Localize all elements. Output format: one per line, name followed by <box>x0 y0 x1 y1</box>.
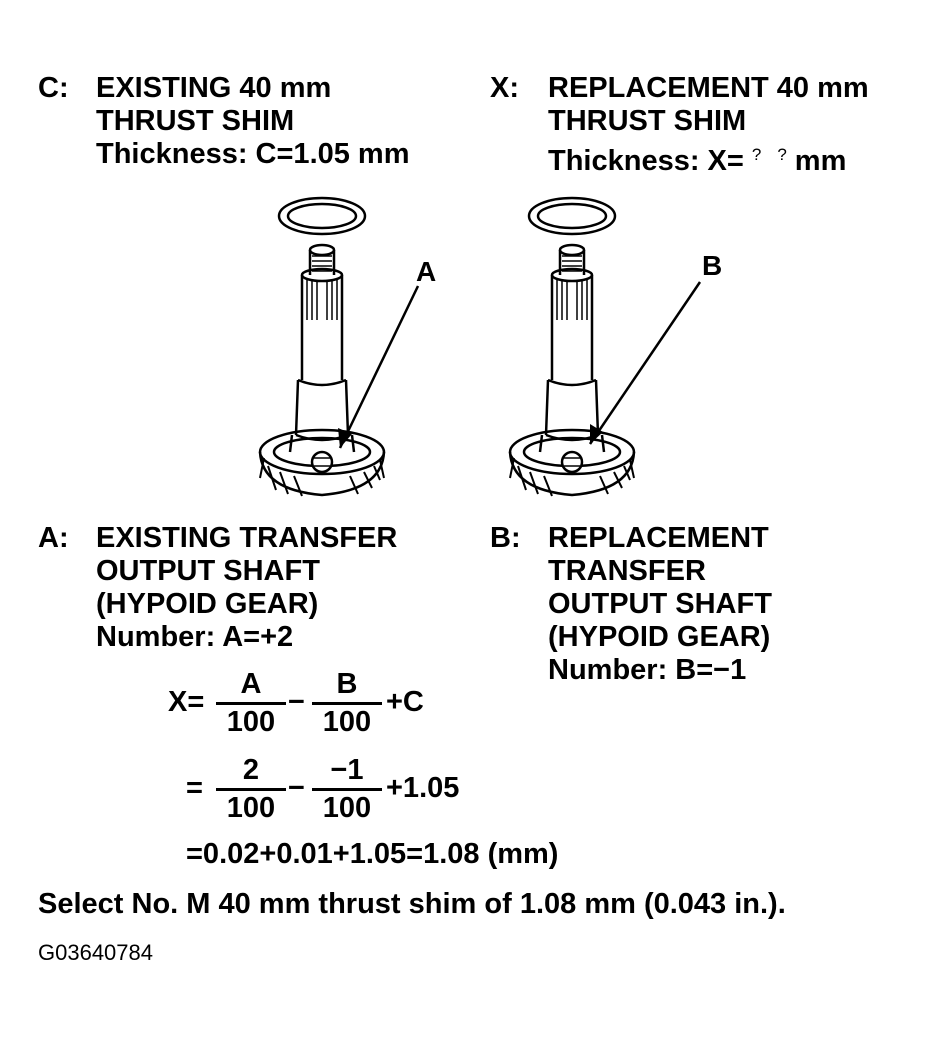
replacement-shim-ring <box>527 196 617 236</box>
fraction-b: B 100 <box>312 666 382 739</box>
fraction-numerator: A <box>216 666 286 705</box>
formula-minus: − <box>288 772 305 804</box>
existing-shaft-line: EXISTING TRANSFER <box>96 522 398 554</box>
existing-shim-line: THRUST SHIM <box>96 105 295 137</box>
fraction-a: A 100 <box>216 666 286 739</box>
replacement-shaft-line: (HYPOID GEAR) <box>548 621 771 653</box>
replacement-shim-line: REPLACEMENT 40 mm <box>548 72 869 104</box>
key-a: A: <box>38 522 69 554</box>
replacement-shim-line: THRUST SHIM <box>548 105 747 137</box>
fraction-numerator: B <box>312 666 382 705</box>
formula-lead: X= <box>168 686 205 718</box>
replacement-shaft-line: REPLACEMENT <box>548 522 769 554</box>
replacement-shim-thickness: Thickness: X=?? mm <box>548 138 869 177</box>
pointer-arrow-a <box>338 285 420 449</box>
formula-tail: +C <box>386 686 424 718</box>
existing-shaft-number: Number: A=+2 <box>96 621 294 653</box>
replacement-shaft-line: TRANSFER <box>548 555 706 587</box>
pointer-arrow-b <box>588 281 702 445</box>
thickness-prefix: Thickness: X= <box>548 145 744 177</box>
replacement-shaft-illustration <box>508 196 636 497</box>
selection-note: Select No. M 40 mm thrust shim of 1.08 m… <box>38 888 786 920</box>
existing-shaft-line: (HYPOID GEAR) <box>96 588 319 620</box>
existing-shim-thickness: Thickness: C=1.05 mm <box>96 138 410 170</box>
replacement-shaft-number: Number: B=−1 <box>548 654 747 686</box>
key-c: C: <box>38 72 69 104</box>
figure-code: G03640784 <box>38 940 153 965</box>
existing-shaft-line: OUTPUT SHAFT <box>96 555 320 587</box>
replacement-shaft-line: OUTPUT SHAFT <box>548 588 772 620</box>
fraction-denominator: 100 <box>226 792 276 824</box>
formula-lead: = <box>186 772 203 804</box>
key-x: X: <box>490 72 519 104</box>
label-b: B <box>702 250 723 281</box>
fraction-numerator: −1 <box>312 752 382 791</box>
unknown-mark: ? <box>751 145 762 164</box>
fraction-denominator: 100 <box>322 792 372 824</box>
fraction-2-over-100: 2 100 <box>216 752 286 825</box>
key-b: B: <box>490 522 521 554</box>
formula-tail: +1.05 <box>386 772 460 804</box>
fraction-denominator: 100 <box>322 706 372 738</box>
existing-shim-ring <box>277 196 367 236</box>
fraction-neg1-over-100: −1 100 <box>312 752 382 825</box>
thickness-unit: mm <box>794 145 847 177</box>
fraction-numerator: 2 <box>216 752 286 791</box>
formula-row-3: =0.02+0.01+1.05=1.08 (mm) <box>186 838 559 870</box>
existing-shim-line: EXISTING 40 mm <box>96 72 332 104</box>
fraction-denominator: 100 <box>226 706 276 738</box>
label-a: A <box>416 256 437 287</box>
unknown-mark: ? <box>777 145 787 164</box>
formula-minus: − <box>288 686 305 718</box>
existing-shaft-illustration <box>258 196 386 497</box>
